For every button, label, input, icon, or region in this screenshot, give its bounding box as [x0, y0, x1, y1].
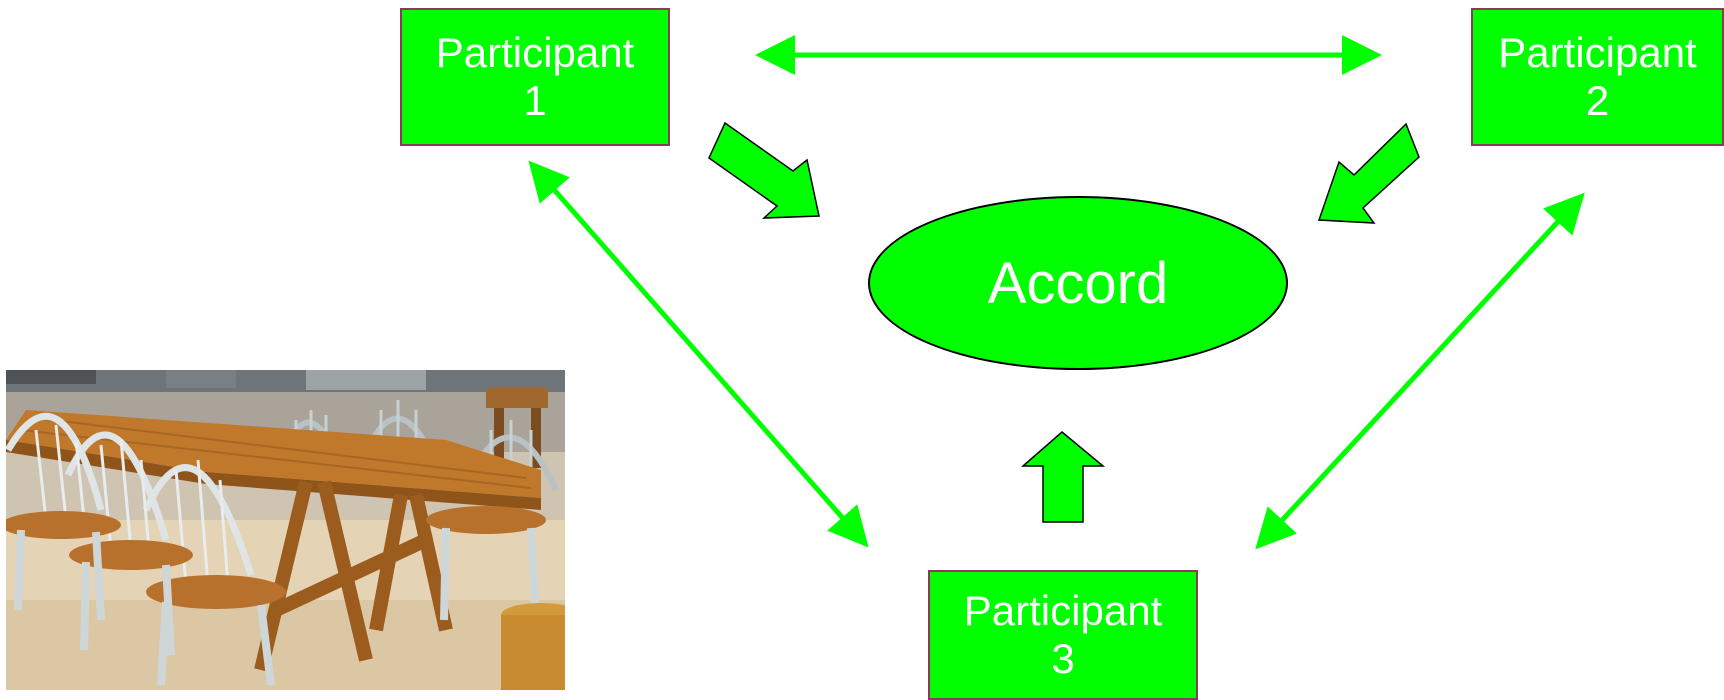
accord-label: Accord: [987, 250, 1169, 316]
participant-1-number: 1: [523, 77, 547, 124]
block-arrow-p2-to-accord: [1317, 122, 1420, 224]
link-p2-p3: [1255, 192, 1585, 550]
participant-3-number: 3: [1051, 635, 1075, 682]
participant-2-number: 2: [1585, 77, 1610, 124]
table-chairs-photo: [6, 370, 565, 690]
participant-2-node: Participant 2: [1471, 8, 1724, 146]
block-arrow-p3-to-accord: [1020, 431, 1106, 523]
link-p1-p3: [528, 160, 869, 548]
participant-1-label: Participant: [435, 29, 635, 76]
participant-3-node: Participant 3: [928, 570, 1198, 700]
participant-2-label: Participant: [1498, 29, 1697, 76]
block-arrow-p1-to-accord: [708, 121, 820, 219]
participant-3-label: Participant: [963, 587, 1163, 634]
accord-node: Accord: [868, 196, 1288, 370]
participant-1-node: Participant 1: [400, 8, 670, 146]
